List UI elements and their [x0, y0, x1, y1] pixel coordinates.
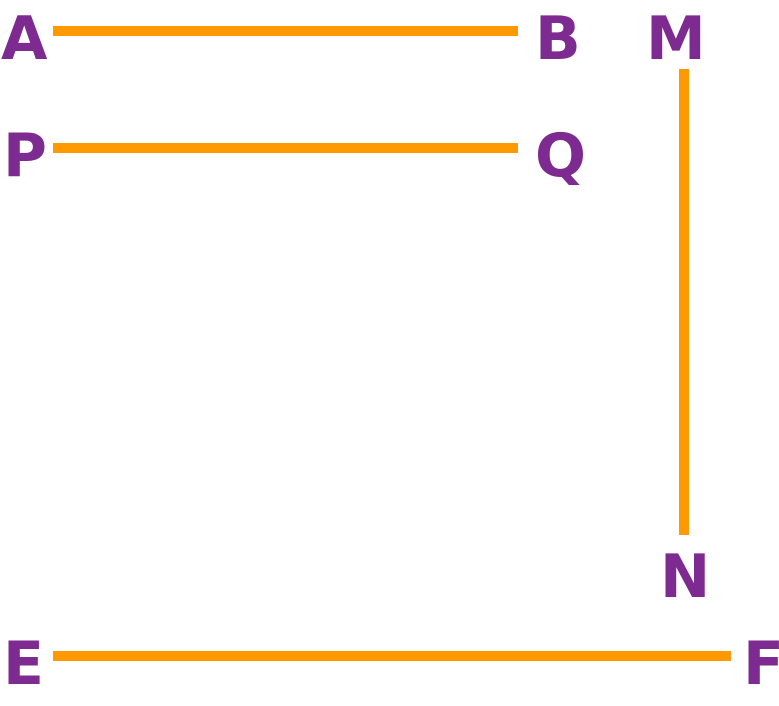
- point-label-a: A: [1, 4, 48, 74]
- point-label-b: B: [535, 4, 581, 74]
- point-label-m: M: [646, 4, 706, 74]
- point-label-p: P: [3, 121, 47, 191]
- point-label-n: N: [660, 542, 710, 612]
- point-label-e: E: [3, 629, 44, 699]
- point-label-f: F: [743, 629, 779, 699]
- point-label-q: Q: [535, 121, 586, 191]
